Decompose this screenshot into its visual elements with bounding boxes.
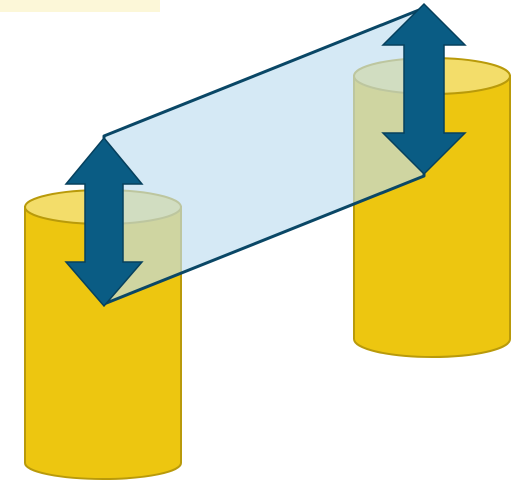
right-double-arrow-icon xyxy=(381,2,467,176)
corner-highlight xyxy=(0,0,160,12)
left-double-arrow-icon xyxy=(64,136,144,308)
